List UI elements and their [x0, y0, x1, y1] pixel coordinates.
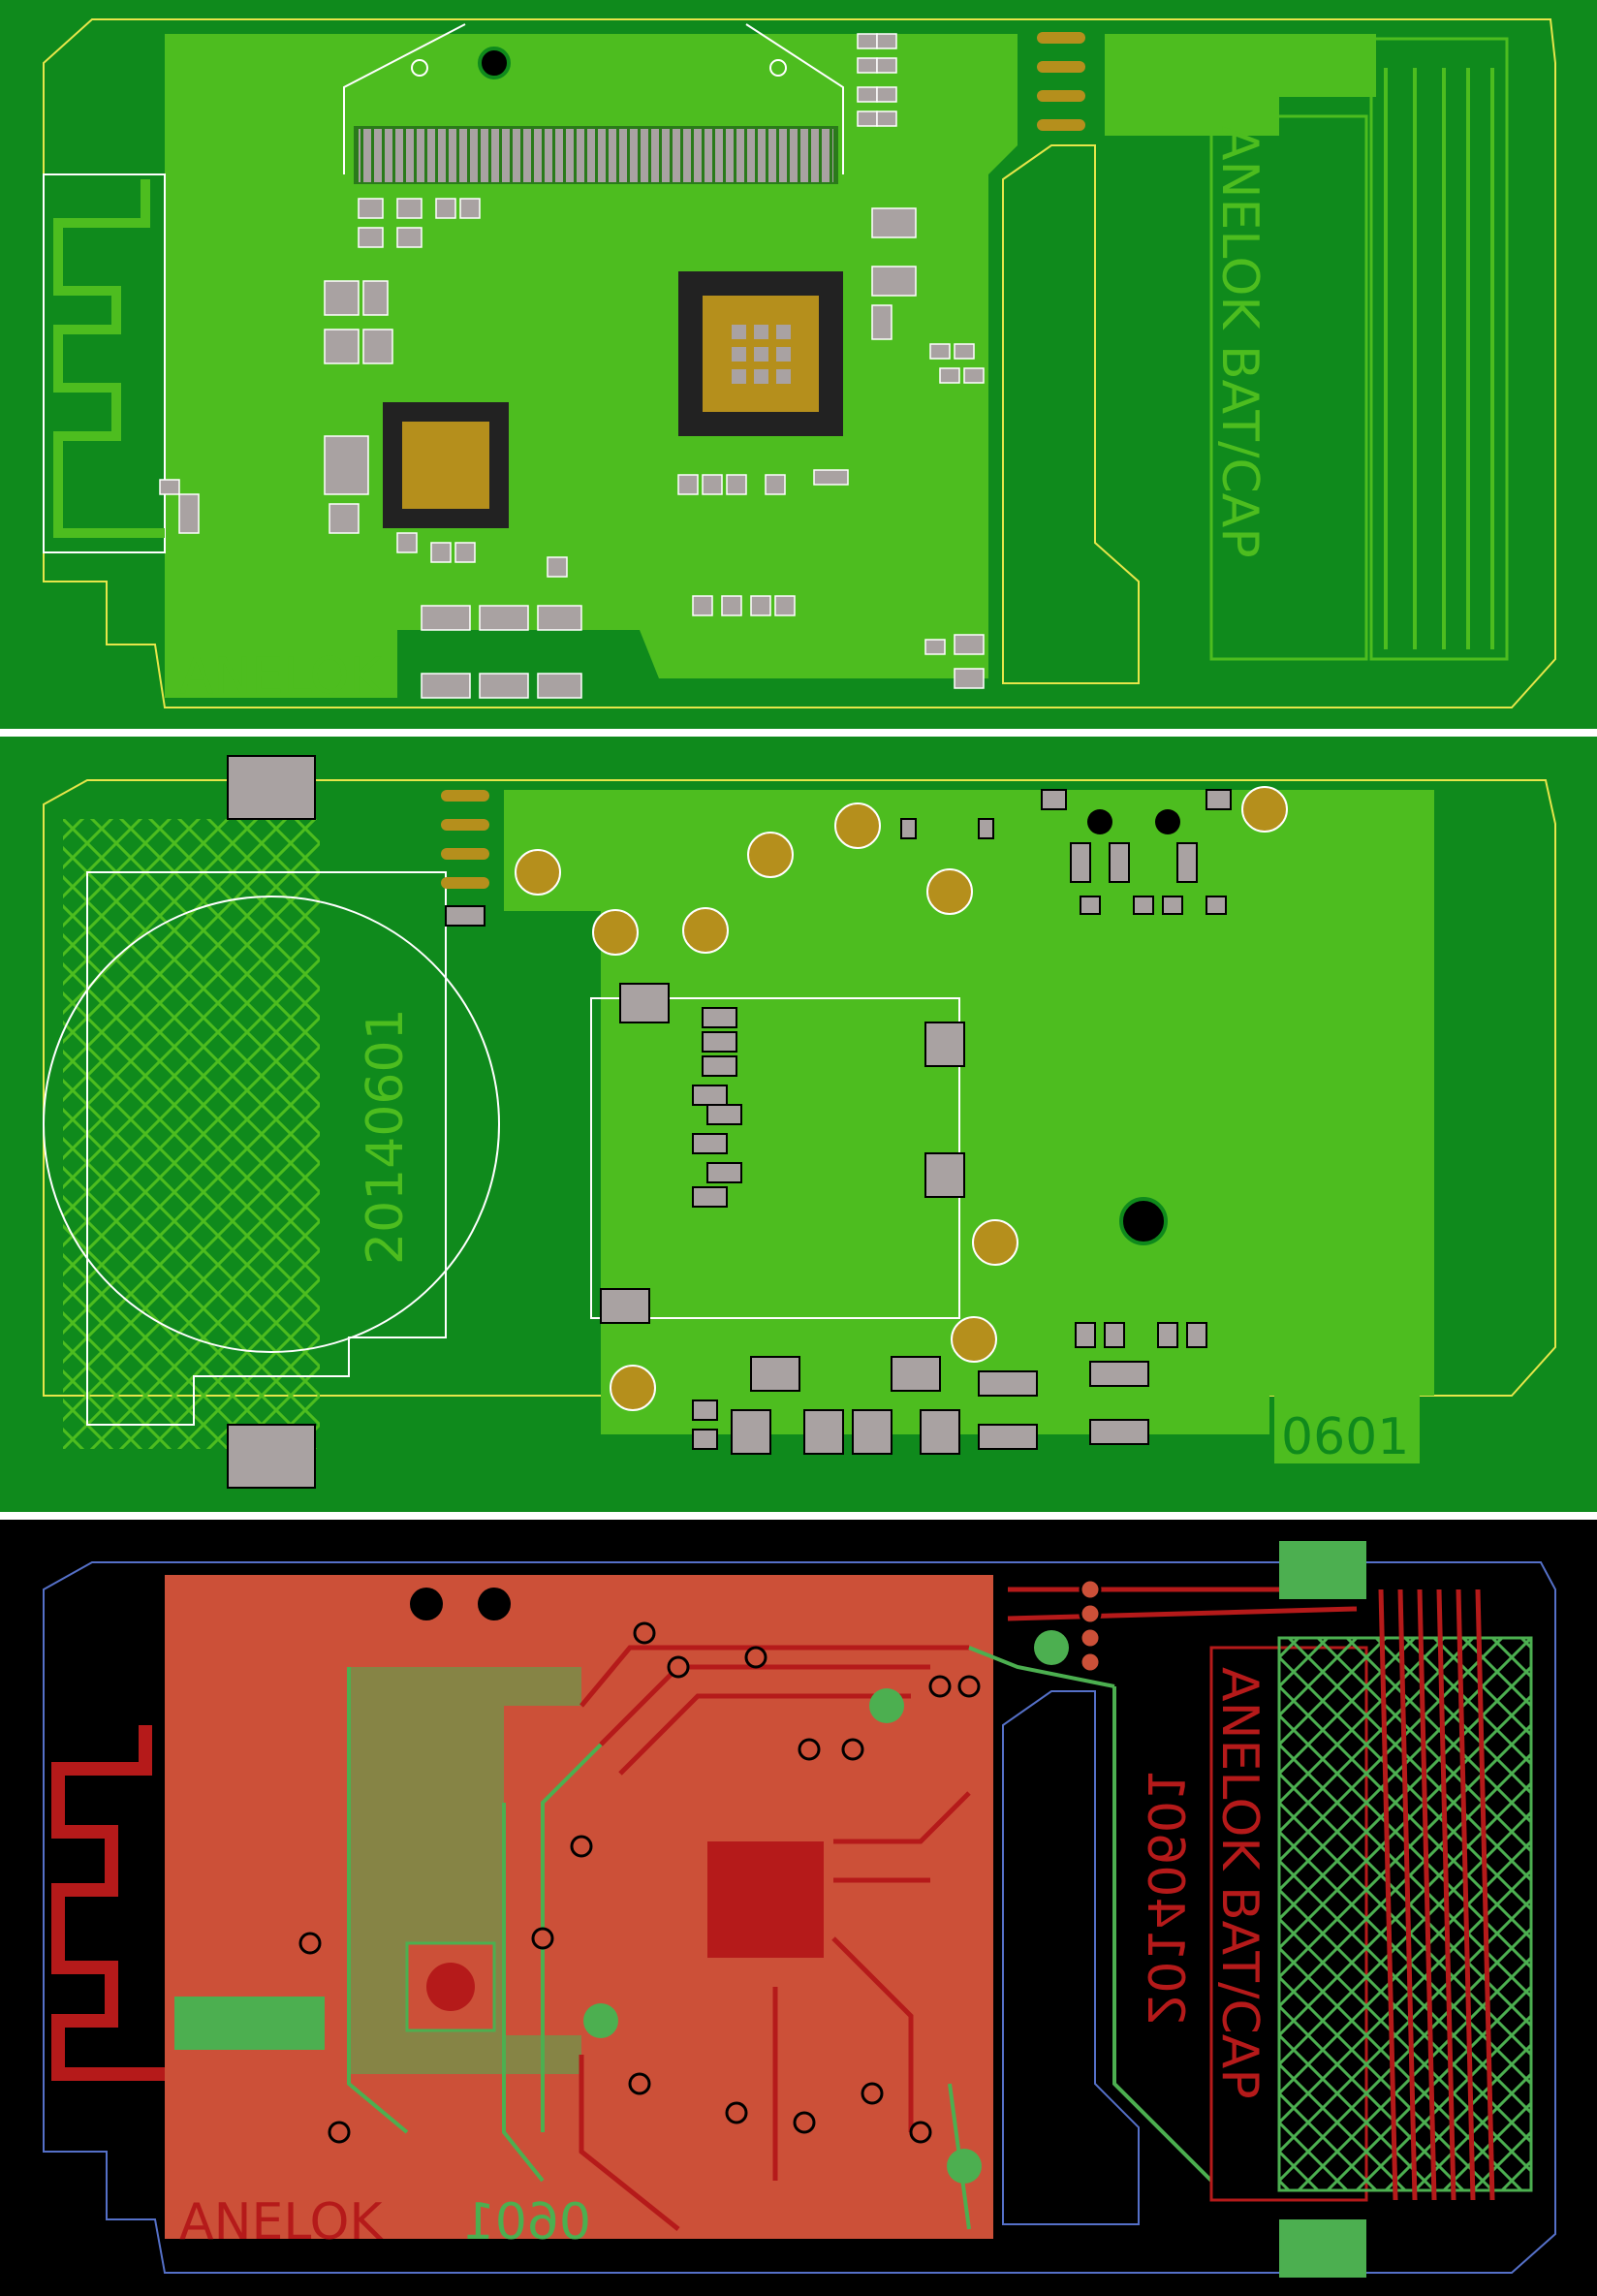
radio-chip — [402, 422, 489, 509]
display-traces — [1378, 1588, 1495, 2201]
bottom-copper-fill — [174, 1997, 325, 2050]
antenna-trace — [53, 179, 165, 538]
brand-label: ANELOK — [179, 2193, 384, 2251]
mirrored-date-label: 20140601 — [1136, 1769, 1194, 2026]
drill-hole — [1119, 1197, 1168, 1245]
battery-cutout — [1002, 1690, 1140, 2225]
board-outline — [43, 18, 1556, 708]
battery-cutout — [1002, 144, 1140, 684]
date-code-label: 20140601 — [357, 1008, 415, 1265]
test-points — [583, 1630, 1069, 2184]
drill-hole — [478, 1588, 511, 1620]
header-pins — [359, 129, 833, 182]
passive-components — [227, 755, 1232, 1489]
mount-hole-mark — [411, 59, 428, 77]
flex-tab — [1279, 1541, 1366, 1599]
brand-label: ANELOK — [179, 647, 384, 706]
top-view-panel: ANELOK BAT/CAP ANELOK — [0, 0, 1597, 729]
copper-pour — [504, 790, 1434, 1434]
bottom-pads — [441, 790, 489, 889]
passive-components — [159, 33, 985, 699]
coin-cell-outline — [43, 896, 500, 1353]
board-title-label: ANELOK BAT/CAP — [1210, 1667, 1268, 2099]
drill-hole — [410, 1588, 443, 1620]
copper-pour — [1105, 34, 1376, 136]
vias — [298, 1578, 1102, 2144]
drill-hole — [1155, 809, 1180, 834]
test-points — [515, 786, 1288, 1411]
bottom-view-panel: 20140601 0601 — [0, 737, 1597, 1512]
edge-connector-pads — [1037, 32, 1085, 131]
battery-outline — [1209, 114, 1368, 661]
flex-tab — [1279, 2219, 1366, 2278]
display-connector-traces — [1384, 68, 1494, 649]
antenna-trace — [51, 1725, 165, 2081]
antenna-keepout — [43, 173, 166, 553]
board-title-label: ANELOK BAT/CAP — [1210, 126, 1268, 558]
display-connector-outline — [1369, 37, 1509, 661]
mount-hole-mark — [769, 59, 787, 77]
mirrored-revision-label: 0601 — [463, 2193, 591, 2251]
battery-hatch — [63, 819, 320, 1449]
bottom-traces — [347, 1646, 1213, 2230]
drill-hole — [478, 47, 511, 79]
revision-label: 0601 — [1281, 1408, 1409, 1466]
combined-view-panel: ANELOK BAT/CAP 20140601 ANELOK 0601 — [0, 1520, 1597, 2296]
mcu-pad — [707, 1841, 824, 1958]
drill-hole — [1087, 809, 1112, 834]
